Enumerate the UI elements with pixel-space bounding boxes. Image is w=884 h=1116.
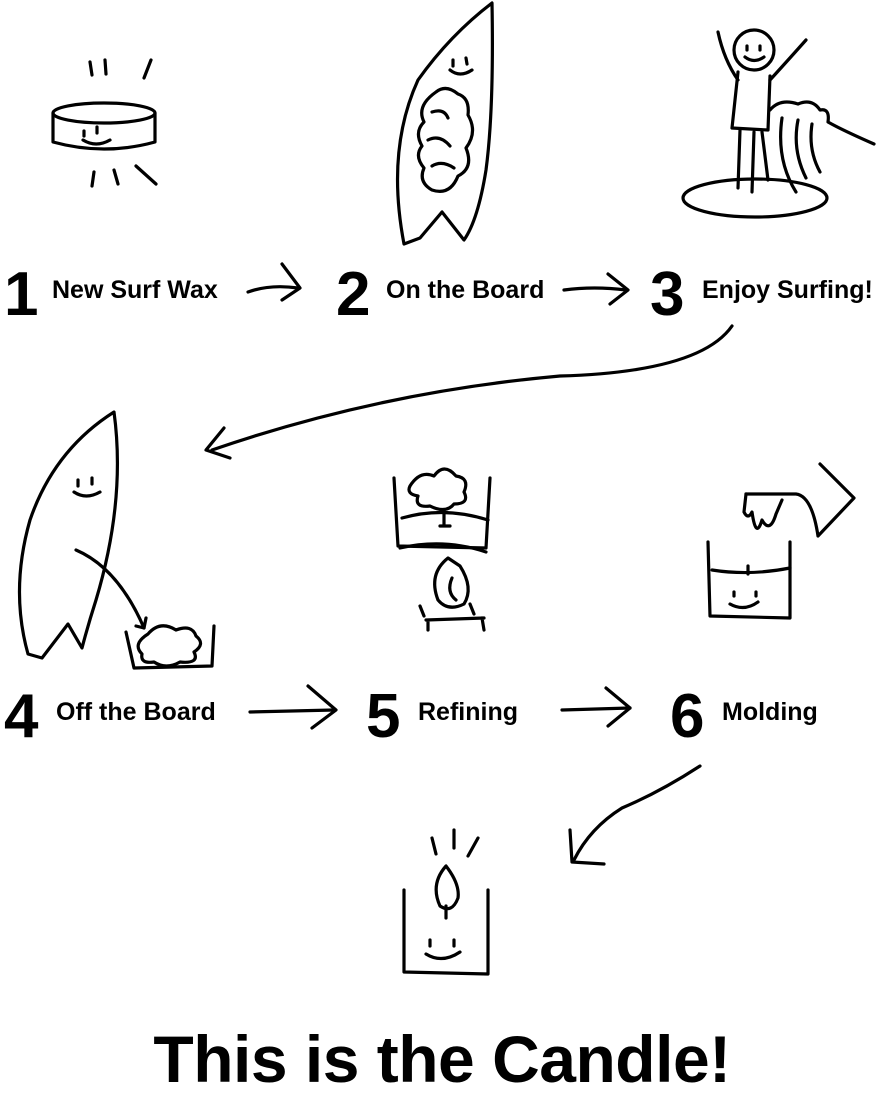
step-number: 5 [366, 682, 400, 751]
step-number: 2 [336, 260, 370, 329]
step-label: On the Board [386, 276, 545, 304]
step-label: Enjoy Surfing! [702, 276, 873, 304]
result-title: This is the Candle! [153, 1022, 731, 1096]
step-label: Refining [418, 698, 518, 726]
arrow-5-to-6 [560, 686, 632, 728]
wax-scraped-into-bucket-icon [17, 410, 216, 670]
pouring-into-mold-icon [706, 462, 856, 620]
arrow-6-to-candle [568, 764, 702, 866]
arrow-4-to-5 [248, 684, 338, 730]
step-label: Molding [722, 698, 818, 726]
arrow-3-to-4 [204, 324, 734, 460]
arrow-1-to-2 [246, 262, 302, 302]
wax-puck-icon [51, 58, 158, 188]
step-number: 1 [4, 260, 38, 329]
lit-candle-icon [402, 828, 490, 976]
arrow-2-to-3 [562, 272, 630, 306]
step-label: Off the Board [56, 698, 216, 726]
waxed-surfboard-icon [395, 1, 494, 246]
step-label: New Surf Wax [52, 276, 218, 304]
melting-pot-over-flame-icon [392, 467, 492, 632]
step-number: 6 [670, 682, 704, 751]
step-number: 4 [4, 682, 38, 751]
surfer-on-wave-icon [681, 28, 876, 219]
step-number: 3 [650, 260, 684, 329]
